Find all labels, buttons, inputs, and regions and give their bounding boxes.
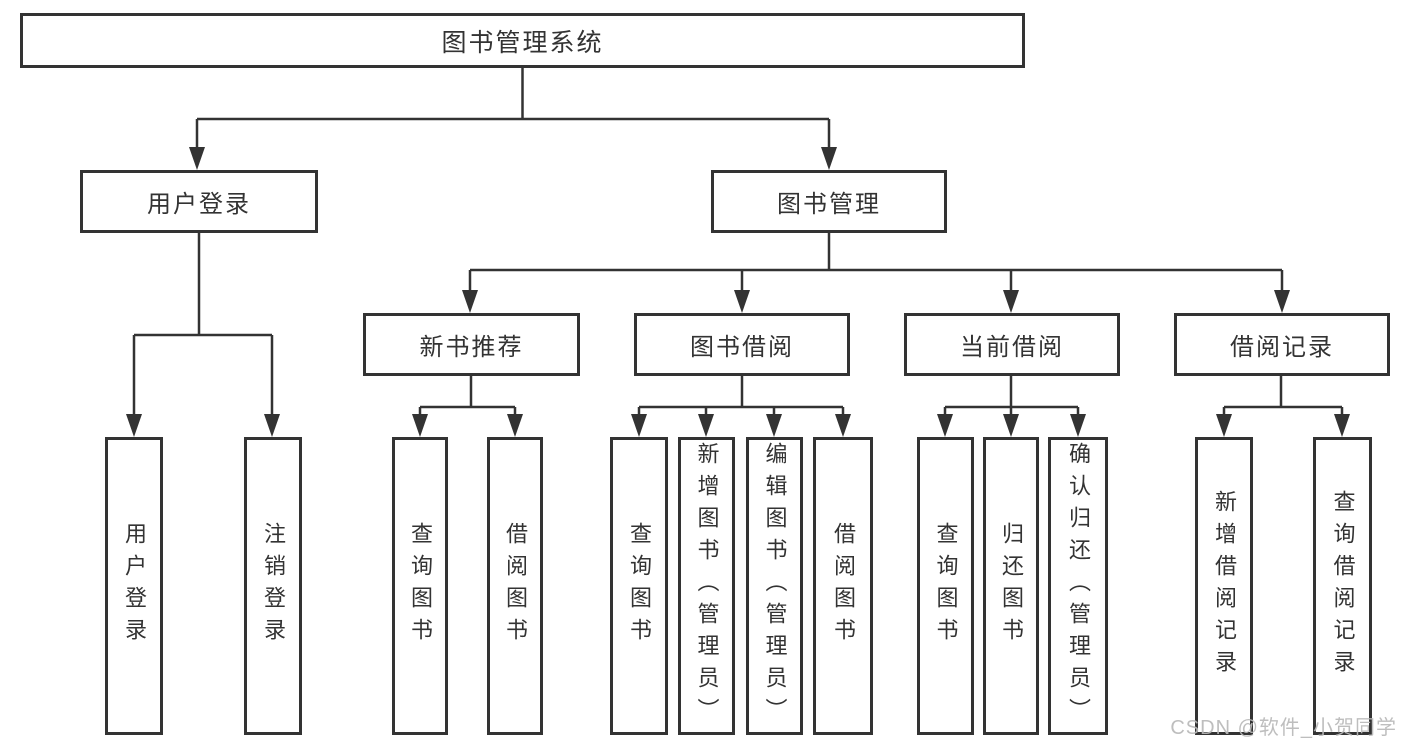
leaf-add-borrow-record-label: 新增借阅记录 xyxy=(1212,490,1237,682)
leaf-query-borrow-record: 查询借阅记录 xyxy=(1313,437,1372,735)
leaf-edit-books-admin: 编辑图书（管理员） xyxy=(746,437,803,735)
leaf-user-login: 用户登录 xyxy=(105,437,163,735)
leaf-borrow-books-label: 借阅图书 xyxy=(831,522,856,650)
node-new-book-recommend: 新书推荐 xyxy=(363,313,580,376)
node-borrow-record-label: 借阅记录 xyxy=(1230,334,1334,361)
leaf-add-borrow-record: 新增借阅记录 xyxy=(1195,437,1253,735)
leaf-query-borrow-record-label: 查询借阅记录 xyxy=(1330,490,1356,682)
leaf-borrow-books-recommend-label: 借阅图书 xyxy=(503,522,528,650)
leaf-query-books-borrow-label: 查询图书 xyxy=(627,522,652,650)
node-system-root: 图书管理系统 xyxy=(20,13,1025,68)
leaf-return-books-label: 归还图书 xyxy=(999,522,1024,650)
leaf-return-books: 归还图书 xyxy=(983,437,1039,735)
leaf-add-books-admin: 新增图书（管理员） xyxy=(678,437,735,735)
node-current-borrow: 当前借阅 xyxy=(904,313,1120,376)
leaf-query-books-current-label: 查询图书 xyxy=(933,522,959,650)
leaf-confirm-return-admin-label: 确认归还（管理员） xyxy=(1066,442,1091,730)
leaf-borrow-books: 借阅图书 xyxy=(813,437,873,735)
leaf-user-login-label: 用户登录 xyxy=(122,522,147,650)
node-user-login: 用户登录 xyxy=(80,170,318,233)
node-system-root-label: 图书管理系统 xyxy=(441,28,604,57)
leaf-query-books-borrow: 查询图书 xyxy=(610,437,668,735)
leaf-borrow-books-recommend: 借阅图书 xyxy=(487,437,543,735)
node-book-borrow: 图书借阅 xyxy=(634,313,850,376)
node-book-borrow-label: 图书借阅 xyxy=(690,334,794,361)
node-book-management: 图书管理 xyxy=(711,170,947,233)
csdn-watermark: CSDN @软件_小贺同学 xyxy=(1170,717,1397,739)
leaf-add-books-admin-label: 新增图书（管理员） xyxy=(694,442,720,730)
leaf-logout: 注销登录 xyxy=(244,437,302,735)
node-current-borrow-label: 当前借阅 xyxy=(960,334,1064,361)
leaf-logout-label: 注销登录 xyxy=(261,522,286,650)
leaf-query-books-recommend: 查询图书 xyxy=(392,437,448,735)
node-user-login-label: 用户登录 xyxy=(147,191,251,218)
arrowheads xyxy=(126,147,1350,437)
node-book-management-label: 图书管理 xyxy=(777,191,881,218)
leaf-query-books-current: 查询图书 xyxy=(917,437,974,735)
leaf-confirm-return-admin: 确认归还（管理员） xyxy=(1048,437,1108,735)
node-borrow-record: 借阅记录 xyxy=(1174,313,1390,376)
leaf-query-books-recommend-label: 查询图书 xyxy=(408,522,433,650)
node-new-book-recommend-label: 新书推荐 xyxy=(419,334,524,361)
leaf-edit-books-admin-label: 编辑图书（管理员） xyxy=(762,442,788,730)
